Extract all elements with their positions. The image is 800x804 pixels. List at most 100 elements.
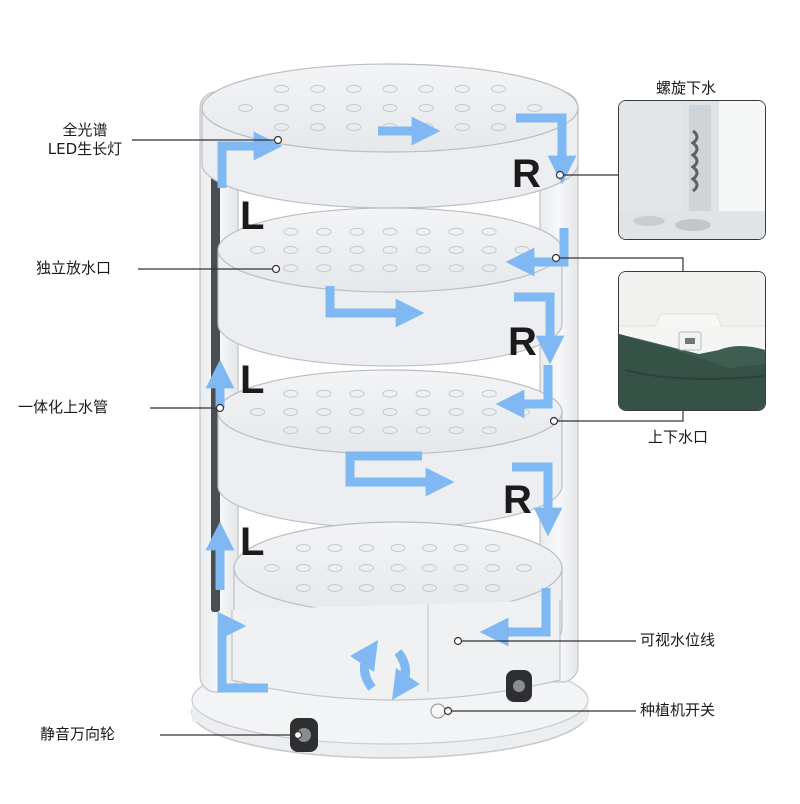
planting-hole: [485, 544, 501, 552]
label-water-level: 可视水位线: [640, 631, 716, 649]
shelf-top: [233, 521, 563, 615]
planting-hole: [485, 584, 501, 592]
label-power-switch: 种植机开关: [640, 701, 716, 719]
planting-hole: [481, 426, 497, 435]
flow-arrow: [495, 365, 553, 419]
planting-hole: [485, 564, 501, 572]
planting-hole: [422, 584, 438, 592]
flow-arrow: [516, 113, 577, 185]
planting-hole: [346, 104, 362, 112]
planting-hole: [382, 104, 398, 112]
planting-hole: [448, 426, 464, 435]
planting-hole: [448, 246, 464, 254]
flow-arrow: [479, 588, 551, 647]
planting-hole: [358, 584, 374, 592]
planting-hole: [346, 123, 362, 132]
planting-hole: [310, 84, 326, 93]
label-led-line2: LED生长灯: [47, 140, 123, 158]
planting-hole: [283, 227, 299, 236]
flow-arrow: [512, 462, 563, 537]
planting-hole: [454, 104, 470, 112]
planting-hole: [490, 123, 506, 132]
planting-hole: [454, 84, 470, 93]
flow-marker-left-1: L: [240, 194, 265, 238]
planting-hole: [250, 246, 266, 254]
planting-hole: [316, 426, 332, 435]
planting-hole: [283, 408, 299, 416]
planting-hole: [358, 564, 374, 572]
planting-hole: [283, 264, 299, 273]
shelf-top: [217, 369, 563, 455]
planting-hole: [295, 544, 311, 552]
planting-hole: [390, 544, 406, 552]
planting-hole: [346, 84, 362, 93]
planting-hole: [327, 564, 343, 572]
planting-hole: [415, 426, 431, 435]
shelf-top: [201, 63, 579, 153]
planting-hole: [516, 564, 532, 572]
water-flow-arrows: [205, 113, 577, 700]
flow-marker-right-3: R: [503, 478, 532, 522]
planting-hole: [490, 104, 506, 112]
planting-hole: [415, 389, 431, 398]
flow-arrow: [345, 451, 455, 497]
planting-hole: [327, 544, 343, 552]
inset-updown-port: [618, 271, 766, 411]
planting-hole: [390, 584, 406, 592]
flow-arrow: [505, 228, 569, 277]
flow-arrow: [217, 131, 283, 188]
flow-arrow: [325, 286, 425, 328]
flow-marker-left-3: L: [240, 520, 265, 564]
flow-marker-right-2: R: [508, 320, 537, 364]
inset-spiral-drain: [618, 100, 766, 240]
planting-hole: [283, 426, 299, 435]
caster-left: [290, 718, 318, 752]
flow-arrow: [350, 640, 378, 691]
planting-hole: [415, 246, 431, 254]
planting-hole: [349, 389, 365, 398]
planting-hole: [454, 123, 470, 132]
caster-right: [506, 670, 532, 702]
planting-hole: [382, 426, 398, 435]
flow-arrow: [392, 649, 420, 700]
leader-dots: [215, 135, 565, 740]
planting-hole: [283, 389, 299, 398]
planting-hole: [310, 123, 326, 132]
planting-hole: [448, 227, 464, 236]
planting-hole: [453, 564, 469, 572]
flow-marker-left-2: L: [240, 358, 265, 402]
planting-hole: [349, 227, 365, 236]
label-led-line1: 全光谱: [62, 121, 108, 139]
planting-hole: [382, 408, 398, 416]
updown-port-photo: [619, 272, 765, 410]
planting-hole: [316, 408, 332, 416]
planting-hole: [250, 408, 266, 416]
planting-hole: [481, 246, 497, 254]
planting-hole: [316, 227, 332, 236]
planting-hole: [274, 123, 290, 132]
planting-hole: [415, 264, 431, 273]
planting-hole: [382, 389, 398, 398]
power-switch: [430, 703, 446, 719]
label-drain-independent: 独立放水口: [36, 259, 112, 277]
planting-hole: [310, 104, 326, 112]
label-led-light: 全光谱 LED生长灯: [40, 121, 130, 159]
planting-hole: [418, 104, 434, 112]
planting-hole: [295, 564, 311, 572]
label-integrated-pipe: 一体化上水管: [18, 398, 109, 416]
flow-marker-right-1: R: [512, 152, 541, 196]
planting-hole: [316, 246, 332, 254]
planting-hole: [358, 544, 374, 552]
spiral-drain-photo: [619, 101, 765, 239]
planting-hole: [274, 84, 290, 93]
planting-hole: [274, 104, 290, 112]
planting-hole: [382, 264, 398, 273]
label-casters: 静音万向轮: [40, 725, 116, 743]
planting-hole: [382, 227, 398, 236]
shelf-top: [217, 207, 563, 293]
label-updown-port: 上下水口: [648, 428, 709, 446]
planting-hole: [349, 246, 365, 254]
planting-hole: [422, 544, 438, 552]
